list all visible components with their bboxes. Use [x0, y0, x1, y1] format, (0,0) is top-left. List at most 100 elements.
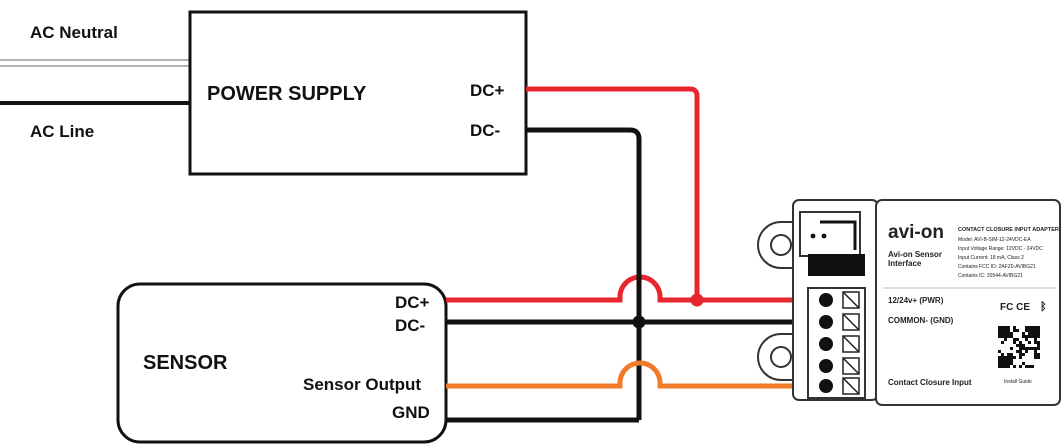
sensor-output-label: Sensor Output	[303, 375, 421, 394]
qr-module	[1022, 344, 1025, 347]
power-supply-dc-neg-label: DC-	[470, 121, 500, 140]
qr-module	[1031, 365, 1034, 368]
qr-module	[1016, 329, 1019, 332]
adapter-qr-caption: Install Guide	[1004, 379, 1032, 385]
qr-module	[1004, 326, 1007, 329]
qr-module	[1010, 362, 1013, 365]
qr-module	[1034, 347, 1037, 350]
qr-module	[1037, 335, 1040, 338]
qr-module	[1001, 362, 1004, 365]
qr-module	[1013, 341, 1016, 344]
sensor-title: SENSOR	[143, 352, 228, 374]
qr-module	[1031, 326, 1034, 329]
qr-module	[1037, 356, 1040, 359]
qr-module	[1037, 344, 1040, 347]
qr-module	[1004, 356, 1007, 359]
qr-module	[1028, 365, 1031, 368]
sensor-gnd-label: GND	[392, 403, 430, 422]
adapter-common-label: COMMON- (GND)	[888, 316, 954, 325]
qr-module	[1001, 341, 1004, 344]
adapter-brand-logo: avi-on	[888, 222, 944, 243]
qr-module	[1007, 335, 1010, 338]
qr-module	[1031, 347, 1034, 350]
ac-line-label: AC Line	[30, 122, 94, 141]
qr-module	[1028, 335, 1031, 338]
adapter-spec-line: Contains IC: 20544-AVIBG21	[958, 273, 1023, 279]
qr-module	[1001, 353, 1004, 356]
adapter-contact-label: Contact Closure Input	[888, 378, 972, 387]
sensor-interface-adapter	[757, 199, 1061, 406]
qr-module	[1004, 362, 1007, 365]
qr-module	[998, 356, 1001, 359]
qr-module	[1001, 329, 1004, 332]
qr-module	[1028, 329, 1031, 332]
qr-module	[1001, 332, 1004, 335]
qr-module	[998, 365, 1001, 368]
qr-module	[1010, 353, 1013, 356]
qr-module	[1007, 326, 1010, 329]
qr-module	[1004, 338, 1007, 341]
qr-module	[1019, 347, 1022, 350]
ac-neutral-wire	[0, 59, 190, 67]
terminal-holes	[819, 293, 833, 393]
qr-module	[1007, 365, 1010, 368]
qr-module	[1037, 326, 1040, 329]
qr-module	[1010, 356, 1013, 359]
adapter-product-name-1: Avi-on Sensor	[888, 250, 942, 259]
qr-module	[1028, 326, 1031, 329]
qr-module	[1001, 326, 1004, 329]
qr-module	[998, 350, 1001, 353]
qr-module	[1025, 350, 1028, 353]
qr-module	[1022, 335, 1025, 338]
power-supply-dc-pos-label: DC+	[470, 81, 505, 100]
power-supply-box	[188, 10, 528, 176]
qr-module	[1031, 329, 1034, 332]
qr-module	[1034, 353, 1037, 356]
adapter-spec-line: Input Voltage Range: 12VDC - 24VDC	[958, 246, 1043, 252]
qr-module	[1028, 332, 1031, 335]
sensor-dc-pos-label: DC+	[395, 293, 430, 312]
bluetooth-icon: ᛒ	[1040, 301, 1047, 313]
adapter-cert-marks: FC CE	[1000, 302, 1030, 313]
qr-module	[1007, 359, 1010, 362]
qr-module	[1010, 335, 1013, 338]
dc-neg-junction	[632, 315, 646, 329]
qr-module	[1025, 326, 1028, 329]
qr-module	[1034, 326, 1037, 329]
qr-module	[1025, 365, 1028, 368]
adapter-spec-line: Input Current: 18 mA, Class 2	[958, 255, 1024, 261]
qr-module	[1007, 329, 1010, 332]
qr-module	[1034, 338, 1037, 341]
qr-module	[1013, 338, 1016, 341]
qr-code	[998, 326, 1040, 368]
qr-module	[1028, 341, 1031, 344]
qr-module	[1034, 329, 1037, 332]
qr-module	[1007, 362, 1010, 365]
adapter-pwr-label: 12/24v+ (PWR)	[888, 296, 944, 305]
adapter-product-name-2: Interface	[888, 259, 922, 268]
ac-neutral-label: AC Neutral	[30, 23, 118, 42]
qr-module	[1019, 356, 1022, 359]
qr-module	[1001, 365, 1004, 368]
qr-module	[1019, 365, 1022, 368]
qr-module	[1004, 359, 1007, 362]
qr-module	[1031, 332, 1034, 335]
qr-module	[1025, 347, 1028, 350]
qr-module	[1022, 332, 1025, 335]
qr-module	[998, 326, 1001, 329]
qr-module	[1013, 365, 1016, 368]
qr-module	[1016, 338, 1019, 341]
dc-pos-wire-sensor	[446, 274, 826, 303]
qr-module	[998, 332, 1001, 335]
qr-module	[1019, 353, 1022, 356]
qr-module	[1019, 350, 1022, 353]
adapter-spec-line: Model: AVI-B-SIM-12-24VDC-EA	[958, 237, 1031, 243]
sensor-dc-neg-label: DC-	[395, 316, 425, 335]
qr-module	[1016, 350, 1019, 353]
adapter-spec-title: CONTACT CLOSURE INPUT ADAPTER	[958, 227, 1059, 233]
qr-module	[1037, 332, 1040, 335]
qr-module	[1034, 356, 1037, 359]
sensor-box	[116, 282, 448, 444]
qr-module	[1004, 335, 1007, 338]
qr-module	[1037, 347, 1040, 350]
